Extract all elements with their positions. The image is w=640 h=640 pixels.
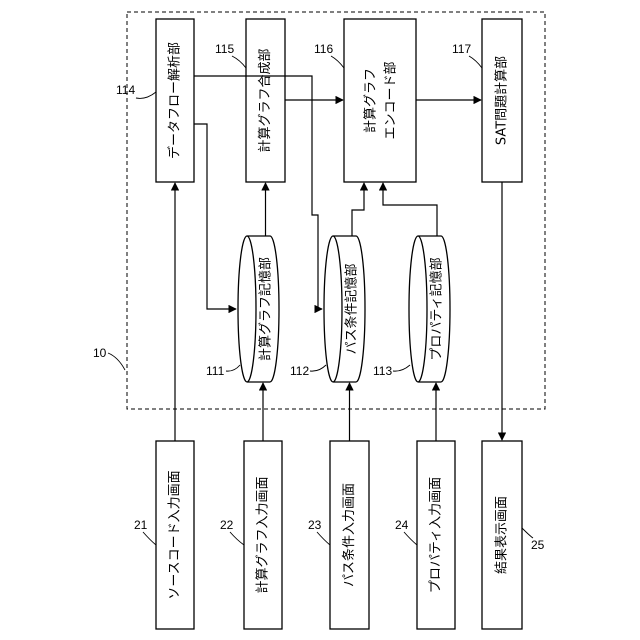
property-storage-ref: 113 [373,364,392,378]
graph-synthesis-box: 計算グラフ合成部 [246,19,285,182]
graph-synthesis-ref: 115 [215,42,234,56]
source-code-ref-leader [143,532,156,545]
arrow-property-storage-to-encoder [383,183,437,236]
property-input-label: プロパティ入力画面 [429,477,444,593]
graph-storage-ref-leader [226,365,240,371]
sat-calc-box: SAT問題計算部 [482,19,522,182]
system-ref-leader [108,353,125,370]
property-storage-label: プロパティ記憶部 [429,257,445,360]
path-condition-ref-leader [317,532,330,545]
graph-synthesis-ref-leader [232,56,246,68]
graph-input-label: 計算グラフ入力画面 [255,476,271,593]
graph-encoder-box: 計算グラフ エンコード部 [344,19,416,182]
source-code-input-label: ソースコード入力画面 [168,470,183,599]
system-ref: 10 [93,346,107,360]
graph-input-box: 計算グラフ入力画面 [244,441,282,629]
sat-calc-label: SAT問題計算部 [494,56,510,145]
sat-calc-ref-leader [469,56,482,68]
graph-input-ref: 22 [220,518,234,532]
graph-encoder-label-line1: 計算グラフ [363,68,379,133]
graph-encoder-ref-leader [331,56,344,68]
dataflow-analysis-label: データフロー解析部 [167,42,183,159]
result-display-ref-leader [522,528,533,538]
arrow-path-storage-to-encoder [352,183,364,236]
source-code-input-ref: 21 [134,518,148,532]
result-display-box: 結果表示画面 [482,441,522,629]
graph-input-ref-leader [230,532,244,545]
path-condition-input-box: パス条件入力画面 [330,441,369,629]
graph-storage-cylinder: 計算グラフ記憶部 [238,236,279,382]
graph-storage-ref: 111 [206,364,225,378]
property-input-ref: 24 [395,518,409,532]
path-storage-cylinder: パス条件記憶部 [324,236,365,382]
property-storage-cylinder: プロパティ記憶部 [409,236,450,382]
graph-storage-label: 計算グラフ記憶部 [258,257,274,361]
property-storage-ref-leader [393,365,410,371]
source-code-input-box: ソースコード入力画面 [156,441,194,629]
dataflow-analysis-box: データフロー解析部 [156,19,194,182]
property-input-ref-leader [404,532,417,545]
result-display-ref: 25 [531,538,545,552]
result-display-label: 結果表示画面 [495,496,510,574]
dataflow-analysis-ref: 114 [116,83,135,97]
property-input-box: プロパティ入力画面 [417,441,455,629]
graph-encoder-ref: 116 [314,42,333,56]
graph-synthesis-label: 計算グラフ合成部 [257,48,273,152]
path-storage-label: パス条件記憶部 [344,263,360,354]
path-condition-input-ref: 23 [308,518,322,532]
graph-encoder-label-line2: エンコード部 [384,61,399,139]
arrow-dataflow-to-graph-storage [194,124,236,309]
dataflow-ref-leader [136,92,156,98]
sat-calc-ref: 117 [452,42,471,56]
path-storage-ref: 112 [290,364,309,378]
path-condition-input-label: パス条件入力画面 [341,483,357,587]
path-storage-ref-leader [310,365,326,371]
